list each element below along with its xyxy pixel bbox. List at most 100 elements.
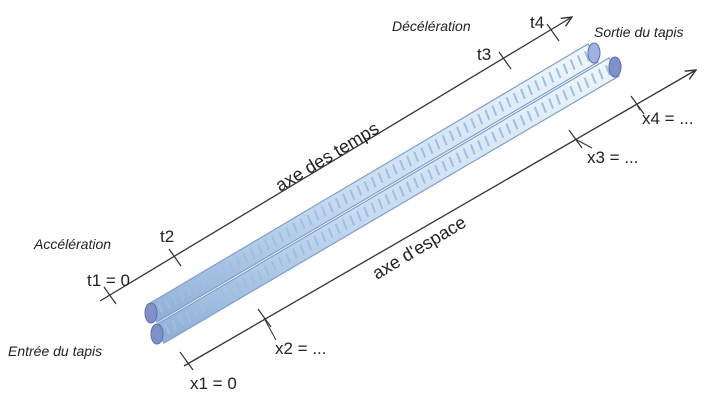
belt-upper-slat <box>399 159 405 171</box>
belt-upper-slat <box>441 134 448 146</box>
label-t1: t1 = 0 <box>87 271 130 290</box>
label-x3: x3 = ... <box>587 148 639 167</box>
space-axis-line <box>183 70 696 367</box>
belt-lower-slat <box>341 219 348 230</box>
belt-lower-slat <box>370 202 377 214</box>
belt-upper-slat <box>270 235 277 247</box>
belt-upper-slat <box>221 264 228 276</box>
belt-lower-slat <box>199 302 206 314</box>
belt-lower <box>150 56 622 345</box>
belt-upper-end-right <box>587 42 601 64</box>
belt-lower-slat <box>476 139 483 151</box>
belt-lower-slat <box>491 131 498 143</box>
belt-lower-slat <box>604 64 611 76</box>
label-t2: t2 <box>160 227 174 246</box>
belt-upper-slat <box>342 193 348 205</box>
belt-upper-end-left <box>144 302 158 324</box>
label-entree: Entrée du tapis <box>8 343 102 359</box>
belt-upper-slat <box>263 239 270 251</box>
leader-x2 <box>263 317 277 341</box>
label-t3: t3 <box>477 45 491 64</box>
belt-lower-slat <box>384 194 391 205</box>
belt-lower-slat <box>434 164 441 176</box>
belt-lower-slat <box>171 319 178 331</box>
belt-lower-slat <box>349 215 355 226</box>
belt-upper-slat <box>470 117 477 129</box>
belt-lower-slat <box>484 135 490 147</box>
belt-lower-slat <box>590 73 597 84</box>
belt-upper-body <box>146 43 599 323</box>
belt-upper-slat <box>292 222 299 234</box>
belt-upper-slat <box>527 84 533 96</box>
belt-lower-slat <box>263 265 270 276</box>
belt-lower-slat <box>455 152 462 164</box>
time-axis-line <box>99 17 572 302</box>
belt-lower-end-right <box>608 56 622 78</box>
belt-upper-slat <box>534 80 541 91</box>
belt-lower-slat <box>583 77 590 89</box>
belt-upper-slat <box>484 109 491 121</box>
belt-lower-slat <box>221 290 227 301</box>
belt-upper-slat <box>256 243 263 255</box>
tick-t4 <box>546 23 560 42</box>
belt-upper-slat <box>477 113 484 125</box>
belt-lower-slat <box>313 235 320 247</box>
label-x2: x2 = ... <box>275 339 327 358</box>
belt-upper-slat <box>206 273 213 284</box>
belt-lower-slat <box>327 227 334 239</box>
belt-upper-slat <box>249 247 256 259</box>
belt-upper-slat <box>391 164 398 175</box>
belt-upper-slat <box>349 189 356 200</box>
belt-upper-slat <box>214 268 220 280</box>
belt-lower-slat <box>548 98 554 109</box>
belt-upper-slat <box>569 59 576 70</box>
belt-upper-slat <box>413 151 420 163</box>
belt-lower-slat <box>228 285 235 297</box>
belt-upper-slat <box>427 143 434 154</box>
belt-lower-slat <box>512 119 519 130</box>
belt-upper <box>144 42 601 324</box>
belt-lower-slat <box>526 110 533 122</box>
belt-lower-slat <box>391 189 398 201</box>
belt-lower-slat <box>377 198 384 210</box>
belt-upper-slat <box>406 155 413 167</box>
belt-lower-end-left <box>150 323 164 345</box>
belt-lower-slat <box>178 315 185 326</box>
belt-upper-slat <box>192 281 199 293</box>
belt-upper-slat <box>363 180 370 192</box>
belt-lower-slat <box>256 269 263 280</box>
belt-lower-slat <box>164 323 171 335</box>
belt-lower-slats <box>164 64 611 335</box>
belt-lower-slat <box>405 181 412 193</box>
belt-upper-slat <box>463 122 469 133</box>
belt-lower-slat <box>363 206 370 218</box>
belt-lower-slat <box>505 123 512 134</box>
label-x1: x1 = 0 <box>190 374 237 393</box>
belt-lower-slat <box>320 231 327 243</box>
belt-lower-slat <box>206 298 213 310</box>
belt-upper-slat <box>171 294 178 305</box>
belt-lower-slat <box>334 223 341 235</box>
belt-upper-slat <box>377 172 384 184</box>
belt-upper-slat <box>356 185 363 196</box>
belt-upper-slat <box>327 201 334 213</box>
belt-lower-slat <box>292 248 299 260</box>
belt-lower-slat <box>427 169 434 180</box>
belt-upper-slat <box>285 226 292 238</box>
belt-upper-slat <box>164 298 171 309</box>
belt-lower-slat <box>249 273 256 285</box>
belt-upper-slat <box>583 50 590 62</box>
belt-upper-slat <box>455 126 462 138</box>
belt-lower-slat <box>213 294 220 305</box>
belt-upper-slat <box>199 277 206 288</box>
belt-upper-slat <box>306 214 313 226</box>
label-t4: t4 <box>530 13 544 32</box>
belt-lower-slat <box>285 252 291 264</box>
belt-lower-slat <box>597 68 604 80</box>
belt-upper-slats <box>157 50 590 314</box>
belt-upper-slat <box>157 302 164 314</box>
belt-lower-slat <box>562 89 569 101</box>
belt-lower-slat <box>270 260 277 272</box>
axis-title-space: axe d'espace <box>369 212 470 283</box>
belt-lower-slat <box>192 306 199 318</box>
